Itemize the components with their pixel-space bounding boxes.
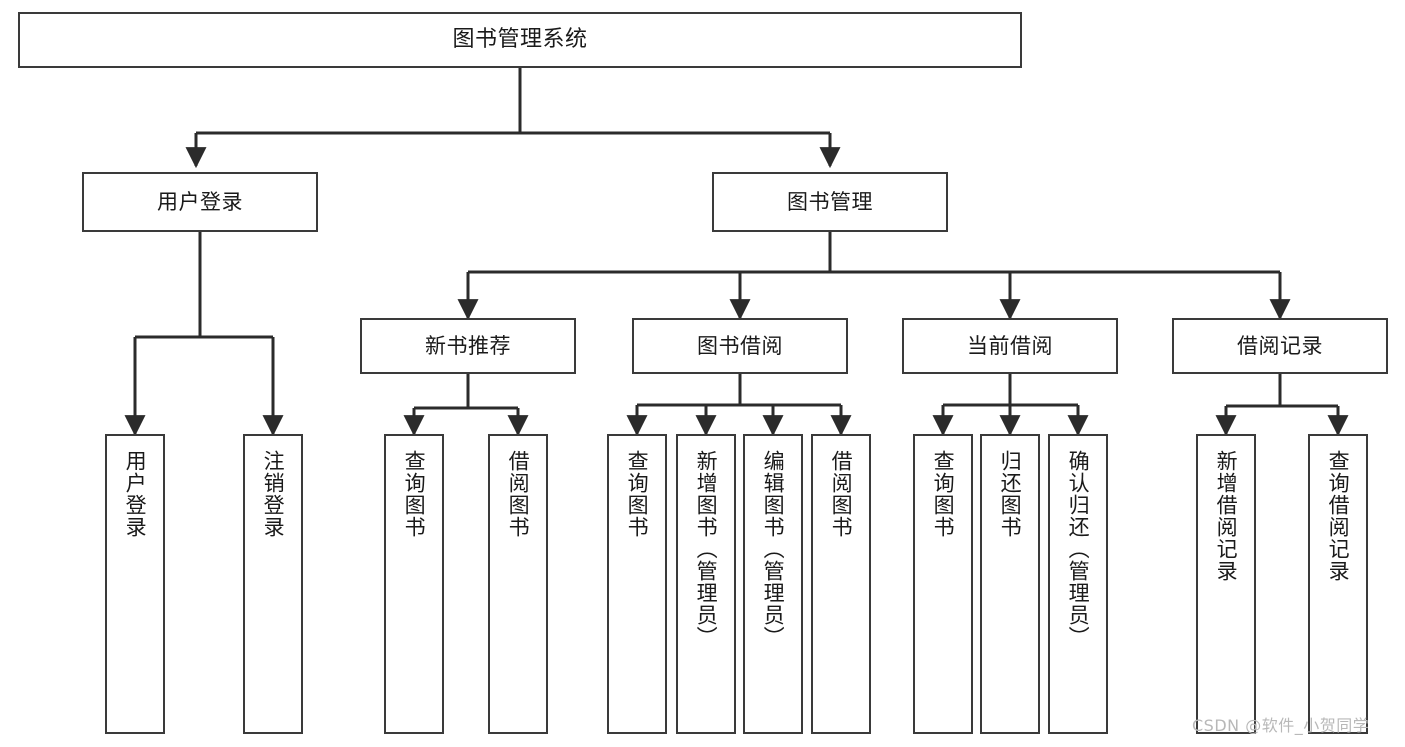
node-current-borrow[interactable]: 当前借阅 xyxy=(902,318,1118,374)
leaf-logout[interactable]: 注销登录 xyxy=(243,434,303,734)
leaf-query-book-current-label: 查询图书 xyxy=(931,450,956,538)
leaf-edit-book-admin-label: 编辑图书（管理员） xyxy=(761,450,786,648)
leaf-borrow-book-recommend-label: 借阅图书 xyxy=(506,450,531,538)
node-book-borrow-label: 图书借阅 xyxy=(697,333,783,358)
leaf-query-book-borrow[interactable]: 查询图书 xyxy=(607,434,667,734)
node-root-label: 图书管理系统 xyxy=(452,27,588,53)
leaf-query-book-recommend[interactable]: 查询图书 xyxy=(384,434,444,734)
node-new-book-recommend-label: 新书推荐 xyxy=(425,333,511,358)
leaf-user-login-label: 用户登录 xyxy=(123,450,148,538)
leaf-logout-label: 注销登录 xyxy=(261,450,286,538)
leaf-query-borrow-record[interactable]: 查询借阅记录 xyxy=(1308,434,1368,734)
node-user-login-label: 用户登录 xyxy=(157,189,243,214)
node-book-borrow[interactable]: 图书借阅 xyxy=(632,318,848,374)
leaf-return-book[interactable]: 归还图书 xyxy=(980,434,1040,734)
leaf-add-book-admin-label: 新增图书（管理员） xyxy=(694,450,719,648)
leaf-query-borrow-record-label: 查询借阅记录 xyxy=(1326,450,1351,582)
leaf-borrow-book-recommend[interactable]: 借阅图书 xyxy=(488,434,548,734)
leaf-query-book-current[interactable]: 查询图书 xyxy=(913,434,973,734)
leaf-borrow-book[interactable]: 借阅图书 xyxy=(811,434,871,734)
leaf-add-book-admin[interactable]: 新增图书（管理员） xyxy=(676,434,736,734)
leaf-query-book-borrow-label: 查询图书 xyxy=(625,450,650,538)
node-book-management-label: 图书管理 xyxy=(787,189,873,214)
leaf-confirm-return-admin[interactable]: 确认归还（管理员） xyxy=(1048,434,1108,734)
node-root[interactable]: 图书管理系统 xyxy=(18,12,1022,68)
leaf-user-login[interactable]: 用户登录 xyxy=(105,434,165,734)
leaf-confirm-return-admin-label: 确认归还（管理员） xyxy=(1066,450,1091,648)
leaf-add-borrow-record[interactable]: 新增借阅记录 xyxy=(1196,434,1256,734)
leaf-edit-book-admin[interactable]: 编辑图书（管理员） xyxy=(743,434,803,734)
node-borrow-records-label: 借阅记录 xyxy=(1237,333,1323,358)
leaf-query-book-recommend-label: 查询图书 xyxy=(402,450,427,538)
node-user-login[interactable]: 用户登录 xyxy=(82,172,318,232)
node-book-management[interactable]: 图书管理 xyxy=(712,172,948,232)
node-current-borrow-label: 当前借阅 xyxy=(967,333,1053,358)
node-borrow-records[interactable]: 借阅记录 xyxy=(1172,318,1388,374)
leaf-return-book-label: 归还图书 xyxy=(998,450,1023,538)
leaf-borrow-book-label: 借阅图书 xyxy=(829,450,854,538)
node-new-book-recommend[interactable]: 新书推荐 xyxy=(360,318,576,374)
watermark-text: CSDN @软件_小贺同学 xyxy=(1192,716,1370,735)
leaf-add-borrow-record-label: 新增借阅记录 xyxy=(1214,450,1239,582)
